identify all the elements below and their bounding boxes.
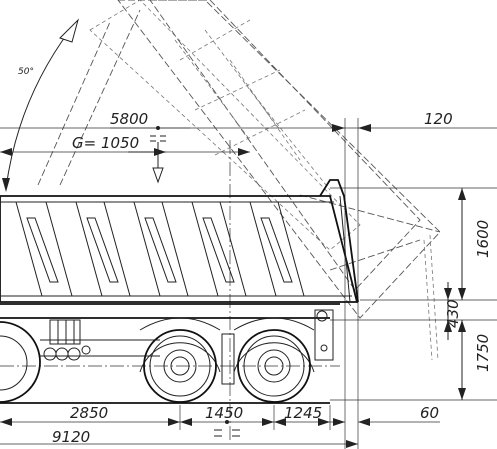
dim-rear-overhang-top: 120 (424, 110, 453, 128)
dim-side-height: 1600 (474, 220, 492, 258)
dim-frame-height: 430 (444, 299, 462, 328)
dump-body (0, 179, 359, 303)
tilt-angle-label: 50° (18, 67, 34, 77)
reference-lines (0, 118, 497, 449)
dim-cog: G= 1050 (72, 134, 139, 152)
dim-rear-gap: 60 (420, 404, 439, 422)
dim-ground-to-frame: 1750 (474, 334, 492, 372)
top-dimensions: 5800 G= 1050 120 (0, 110, 453, 184)
raised-body-outline (37, 0, 441, 361)
chassis-frame (0, 303, 340, 385)
rear-wheel-2 (233, 329, 315, 403)
right-dimensions: 1600 430 1750 (444, 188, 492, 400)
body-ribs (15, 201, 305, 297)
dim-wheelbase-front: 2850 (70, 404, 108, 422)
dim-body-length: 5800 (110, 110, 148, 128)
rear-wheel-1 (139, 329, 221, 403)
wheels (0, 317, 315, 403)
dim-rear-overhang: 1245 (284, 404, 322, 422)
bottom-dimensions: 2850 1450 1245 60 9120 (0, 404, 440, 448)
tilt-arc: 50° (2, 18, 79, 192)
dim-axle-spacing: 1450 (205, 404, 243, 422)
dim-overall-length: 9120 (52, 428, 90, 446)
